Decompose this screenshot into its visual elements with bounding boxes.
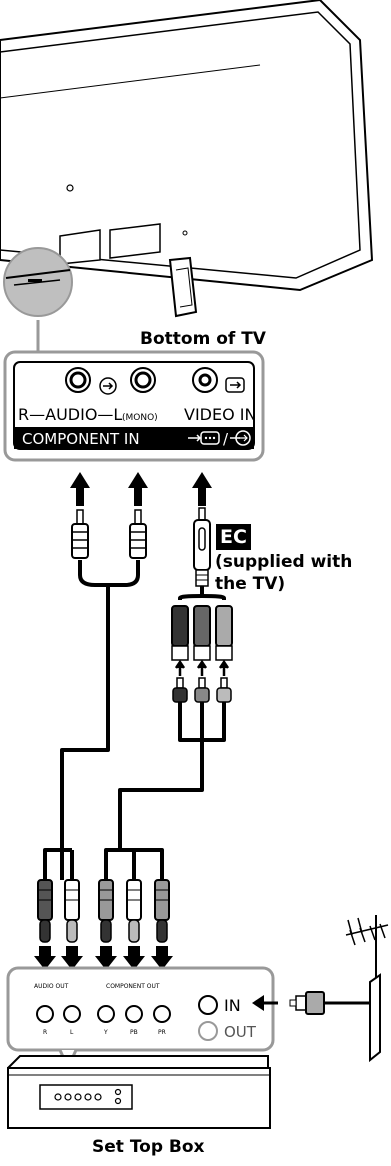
stb-panel (6, 966, 275, 1072)
audio-plugs-tv (71, 509, 147, 559)
stb-jack-pb: PB (130, 1029, 138, 1036)
stb-jack-l: L (70, 1029, 74, 1036)
tv-illustration (0, 0, 374, 318)
supplied-note: (supplied with the TV) (215, 552, 353, 594)
tv-component-label: COMPONENT IN (22, 430, 140, 448)
stb-in-label: IN (224, 996, 241, 1015)
video-mini-plug (193, 507, 211, 587)
tv-component-suffix: / (223, 430, 229, 448)
stb-audio-out-label: AUDIO OUT (34, 983, 69, 990)
tv-video-label: VIDEO IN (184, 405, 256, 424)
cables (43, 560, 226, 880)
tv-connector-panel (3, 350, 265, 462)
stb-jack-pr: PR (158, 1029, 166, 1036)
set-top-box (7, 1055, 271, 1129)
stb-plugs (37, 879, 170, 943)
set-top-box-label: Set Top Box (92, 1137, 205, 1157)
bottom-of-tv-label: Bottom of TV (140, 329, 266, 349)
tv-audio-label: R—AUDIO—L (18, 405, 122, 424)
tv-input-arrows (70, 472, 212, 506)
tv-mono-label: (MONO) (122, 413, 158, 423)
stb-out-label: OUT (224, 1023, 257, 1041)
stb-jack-r: R (43, 1029, 47, 1036)
magnifier-circle (3, 247, 73, 352)
ec-badge: EC (216, 524, 251, 550)
stb-component-out-label: COMPONENT OUT (106, 983, 160, 990)
stb-jack-y: Y (103, 1029, 108, 1036)
component-adapter (171, 605, 233, 703)
antenna-connection (252, 915, 389, 1063)
stb-input-arrows (34, 946, 173, 970)
